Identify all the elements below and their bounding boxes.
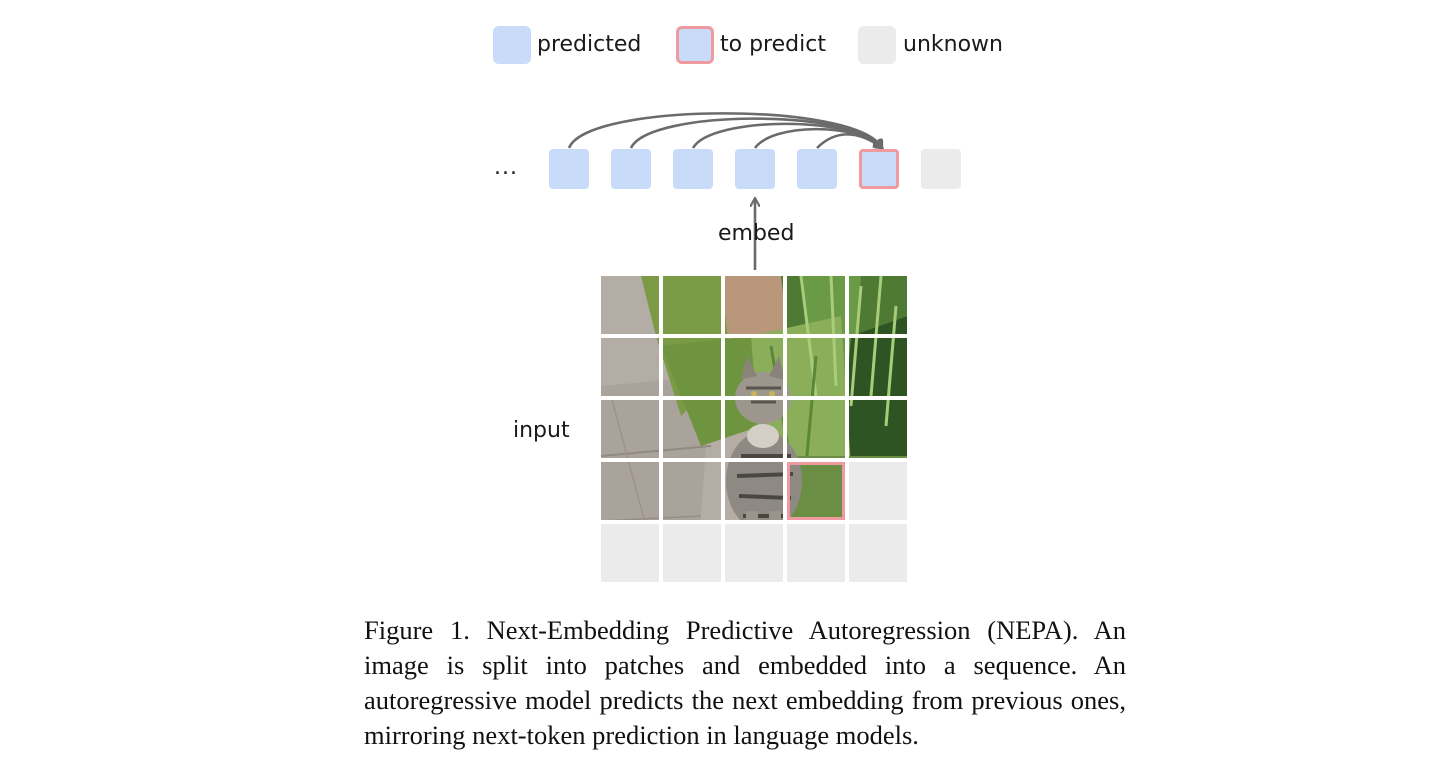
input-image-grid bbox=[601, 276, 908, 582]
patch-r4-c4 bbox=[787, 462, 845, 520]
token-2-predicted bbox=[611, 149, 651, 189]
patch-r1-c4 bbox=[787, 276, 845, 334]
patch-r2-c3 bbox=[725, 338, 783, 396]
patch-r5-c3 bbox=[725, 524, 783, 582]
patch-r5-c2 bbox=[663, 524, 721, 582]
patch-r2-c5 bbox=[849, 338, 907, 396]
token-3-predicted bbox=[673, 149, 713, 189]
token-4-predicted bbox=[735, 149, 775, 189]
embed-label: embed bbox=[718, 221, 794, 247]
patch-r4-c2 bbox=[663, 462, 721, 520]
patch-r4-c3 bbox=[725, 462, 783, 520]
token-5-predicted bbox=[797, 149, 837, 189]
caption-text: Next-Embedding Predictive Autoregression… bbox=[364, 615, 1126, 750]
caption-label: Figure 1. bbox=[364, 615, 470, 645]
patch-r2-c2 bbox=[663, 338, 721, 396]
patch-r3-c3 bbox=[725, 400, 783, 458]
patch-r2-c4 bbox=[787, 338, 845, 396]
patch-r1-c1 bbox=[601, 276, 659, 334]
token-6-to-predict bbox=[859, 149, 899, 189]
token-1-predicted bbox=[549, 149, 589, 189]
input-label: input bbox=[513, 418, 570, 444]
patch-r5-c5 bbox=[849, 524, 907, 582]
sequence-ellipsis: ... bbox=[494, 157, 518, 179]
patch-r1-c2 bbox=[663, 276, 721, 334]
autoregressive-arcs bbox=[0, 0, 1456, 300]
patch-r2-c1 bbox=[601, 338, 659, 396]
patch-r3-c4 bbox=[787, 400, 845, 458]
patch-r5-c1 bbox=[601, 524, 659, 582]
patch-r1-c5 bbox=[849, 276, 907, 334]
patch-r4-c1 bbox=[601, 462, 659, 520]
figure-caption: Figure 1. Next-Embedding Predictive Auto… bbox=[364, 613, 1126, 753]
patch-r1-c3 bbox=[725, 276, 783, 334]
patch-r3-c1 bbox=[601, 400, 659, 458]
patch-r5-c4 bbox=[787, 524, 845, 582]
patch-r4-c5 bbox=[849, 462, 907, 520]
token-7-unknown bbox=[921, 149, 961, 189]
patch-r3-c5 bbox=[849, 400, 907, 458]
patch-r3-c2 bbox=[663, 400, 721, 458]
